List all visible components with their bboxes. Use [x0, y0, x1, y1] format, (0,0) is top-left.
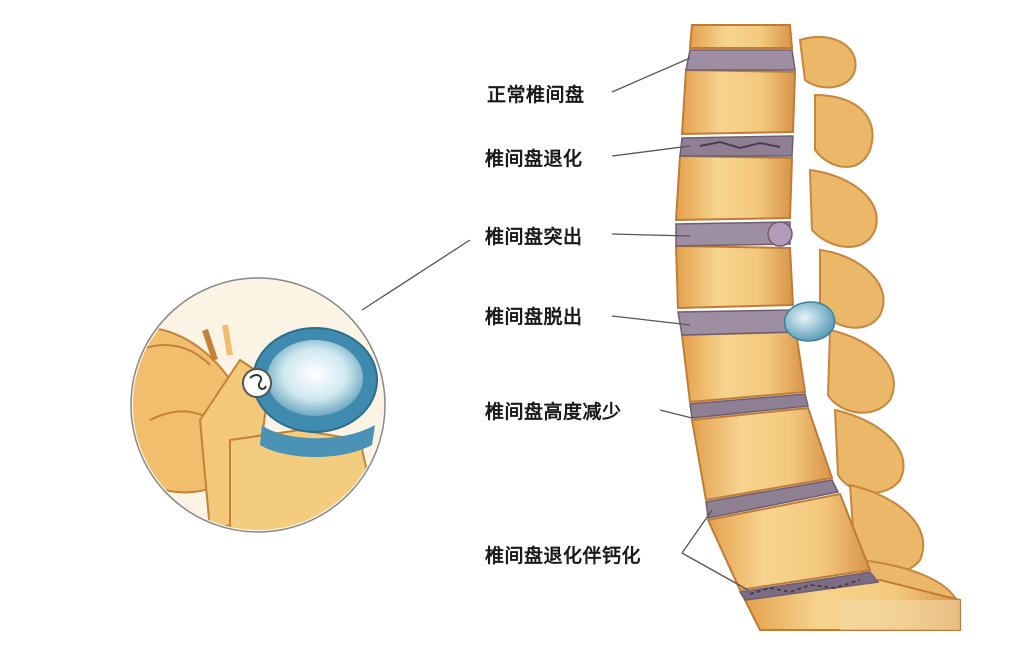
- leader-degeneration: [612, 146, 690, 156]
- leader-calcification-2: [682, 510, 712, 553]
- disc-prolapse: [678, 310, 795, 335]
- label-disc-height-loss: 椎间盘高度减少: [485, 397, 622, 424]
- label-disc-calcification: 椎间盘退化伴钙化: [485, 541, 641, 568]
- disc-normal: [686, 50, 795, 70]
- zoom-inset: [130, 278, 385, 540]
- vertebra-1: [690, 25, 792, 48]
- vertebra-3: [676, 156, 792, 220]
- leader-zoom: [362, 240, 470, 310]
- label-disc-degeneration: 椎间盘退化: [485, 144, 583, 171]
- sacrum-fade: [840, 600, 960, 630]
- prolapse-nucleus: [785, 302, 835, 341]
- vertebra-4: [676, 246, 793, 308]
- label-normal-disc: 正常椎间盘: [487, 80, 585, 107]
- label-disc-prolapse: 椎间盘脱出: [485, 302, 583, 329]
- vertebra-5: [682, 332, 805, 402]
- protrusion-bulge: [768, 222, 792, 246]
- vertebra-2: [682, 70, 795, 134]
- label-disc-protrusion: 椎间盘突出: [485, 222, 583, 249]
- leader-normal: [612, 58, 690, 92]
- leader-height-loss: [660, 410, 692, 418]
